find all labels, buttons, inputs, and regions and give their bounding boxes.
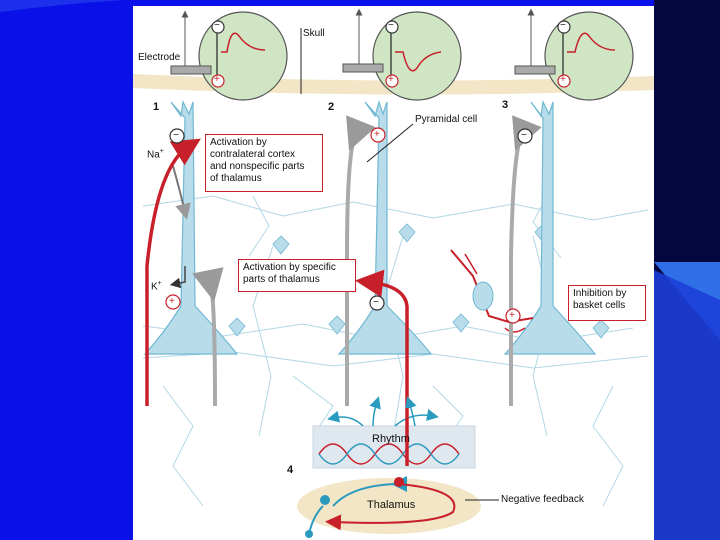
current-loop-1 — [172, 165, 191, 220]
box-activation-specific: Activation by specific parts of thalamus — [238, 259, 356, 292]
k-outflow-arrow — [169, 266, 186, 289]
panel-number-1: 1 — [153, 101, 160, 113]
cell-3-minus-sign: − — [521, 130, 527, 141]
electrode-2-minus-sign: − — [388, 20, 394, 31]
negative-feedback-label: Negative feedback — [501, 494, 584, 505]
box-activation-contralateral: Activation by contralateral cortex and n… — [205, 134, 323, 192]
gray-current-1 — [192, 267, 224, 407]
skull-label: Skull — [303, 28, 325, 39]
gray-current-2 — [345, 115, 376, 406]
rhythm-wave-blue — [318, 443, 460, 465]
cell-1-minus-sign: − — [173, 130, 179, 141]
box-inhibition-basket: Inhibition by basket cells — [568, 285, 646, 321]
pyramidal-cell-1 — [143, 100, 239, 355]
eeg-generation-figure: − + − + − + − + − + − + Skull Electrode … — [133, 6, 654, 540]
electrode-1-plus-sign: + — [214, 74, 220, 85]
electrode-2-plus-sign: + — [388, 74, 394, 85]
pyramidal-cell-2 — [337, 99, 433, 355]
pyramidal-pointer-line — [366, 123, 414, 163]
electrode-3-minus-sign: − — [560, 20, 566, 31]
thalamus-label: Thalamus — [367, 499, 416, 511]
background-neurons — [228, 223, 610, 339]
panel-number-2: 2 — [328, 101, 335, 113]
rhythm-label: Rhythm — [372, 433, 410, 445]
figure-artwork — [133, 8, 654, 538]
thalamus-loop-red — [325, 483, 456, 531]
activation-current-1 — [145, 138, 201, 406]
pyramidal-cell-3 — [503, 100, 597, 355]
sodium-label: Na+ — [147, 148, 164, 161]
panel-number-3: 3 — [502, 99, 509, 111]
sign-markers — [165, 20, 571, 324]
thalamus-oval — [297, 478, 481, 534]
thalamus-input-node — [305, 530, 313, 538]
cell-2-plus-sign: + — [374, 129, 380, 140]
thalamus-node-blue — [320, 495, 330, 505]
electrode-1-minus-sign: − — [214, 20, 220, 31]
cell-1-plus-sign: + — [169, 296, 175, 307]
electrode-3-plus-sign: + — [560, 74, 566, 85]
activation-current-2 — [355, 269, 409, 408]
panel-number-4: 4 — [287, 464, 294, 476]
thalamus-node-red — [394, 477, 404, 487]
rhythm-arrows — [327, 396, 439, 427]
cell-2-minus-sign: − — [373, 297, 379, 308]
gray-current-3 — [509, 115, 542, 406]
rhythm-wave-red — [318, 443, 460, 465]
potassium-label: K+ — [151, 280, 162, 293]
electrode-label: Electrode — [138, 52, 181, 63]
pyramidal-cell-label: Pyramidal cell — [415, 114, 478, 125]
basket-plus-sign: + — [509, 310, 515, 321]
